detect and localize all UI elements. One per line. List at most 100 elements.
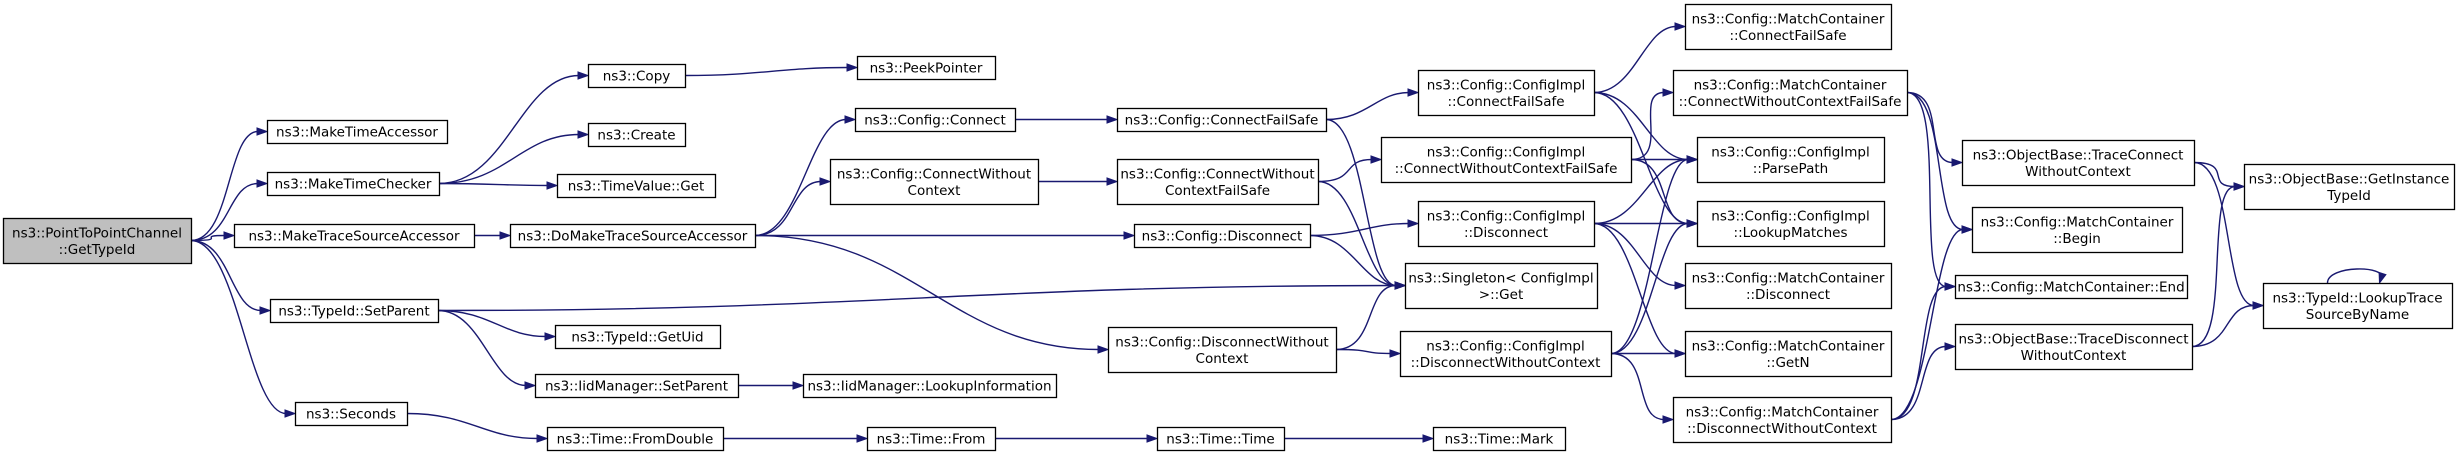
node-imli[interactable]: ns3::IidManager::LookupInformation <box>802 373 1058 399</box>
node-cilookup[interactable]: ns3::Config::ConfigImpl::LookupMatches <box>1696 200 1886 248</box>
node-box <box>2 217 193 265</box>
edge-line <box>1593 25 1677 94</box>
node-mcdwc[interactable]: ns3::Config::MatchContainer::DisconnectW… <box>1672 396 1893 444</box>
node-cconn[interactable]: ns3::Config::Connect <box>854 107 1017 133</box>
node-cicfs[interactable]: ns3::Config::ConfigImpl::ConnectFailSafe <box>1417 69 1596 117</box>
edge-cicfs-to-mccfs <box>1593 22 1687 94</box>
node-box <box>1696 136 1886 184</box>
edge-arrowhead <box>819 177 832 186</box>
node-mccfs[interactable]: ns3::Config::MatchContainer::ConnectFail… <box>1684 3 1893 51</box>
node-root[interactable]: ns3::PointToPointChannel::GetTypeId <box>2 217 193 265</box>
node-cidwc[interactable]: ns3::Config::ConfigImpl::DisconnectWitho… <box>1399 330 1613 378</box>
node-cidisc[interactable]: ns3::Config::ConfigImpl::Disconnect <box>1417 200 1596 248</box>
node-label: ns3::Time::FromDouble <box>557 432 714 448</box>
edge-arrowhead <box>259 306 272 315</box>
node-ttime[interactable]: ns3::Time::Time <box>1156 426 1286 452</box>
edge-ttime-to-tmark <box>1283 434 1435 443</box>
node-create[interactable]: ns3::Create <box>587 122 687 148</box>
node-box <box>294 401 409 427</box>
edge-arrowhead <box>1123 231 1136 240</box>
node-tsp[interactable]: ns3::TypeId::SetParent <box>269 298 440 324</box>
node-label: ns3::Config::ConnectFailSafe <box>1125 113 1319 129</box>
node-box <box>534 373 740 399</box>
edge-line <box>1890 228 1964 421</box>
node-ccwc[interactable]: ns3::Config::ConnectWithoutContext <box>829 158 1040 206</box>
edge-line <box>1325 118 1397 287</box>
edge-line <box>1325 91 1410 121</box>
node-label: WithoutContext <box>2021 348 2127 364</box>
edge-root-to-tsp <box>190 239 272 315</box>
edge-line <box>1906 91 1964 231</box>
edge-line <box>438 182 549 187</box>
node-label: ns3::Seconds <box>306 407 396 423</box>
node-peek[interactable]: ns3::PeekPointer <box>856 55 997 81</box>
node-label: ns3::Config::ConnectWithout <box>837 166 1031 182</box>
node-tvget[interactable]: ns3::TimeValue::Get <box>556 173 717 199</box>
node-label: TypeId <box>2326 188 2371 204</box>
node-mccwcfs[interactable]: ns3::Config::MatchContainer::ConnectWith… <box>1672 69 1909 117</box>
edge-line <box>1890 285 1947 421</box>
node-mta[interactable]: ns3::MakeTimeAccessor <box>266 119 449 145</box>
edge-line <box>1335 284 1397 351</box>
node-obtdwc[interactable]: ns3::ObjectBase::TraceDisconnectWithoutC… <box>1954 323 2194 371</box>
edge-mtc-to-tvget <box>438 181 559 190</box>
edge-cconn-to-ccfs <box>1015 115 1119 124</box>
edge-arrowhead <box>1407 88 1420 97</box>
edge-cdisc-to-sget <box>1309 234 1407 290</box>
node-box <box>233 223 476 249</box>
node-tfd[interactable]: ns3::Time::FromDouble <box>546 426 725 452</box>
edge-arrowhead <box>1951 158 1964 167</box>
edge-line <box>1593 222 1677 355</box>
node-label: ns3::Config::MatchContainer <box>1692 338 1885 354</box>
edge-tsp-to-getuid <box>437 309 557 341</box>
node-label: ns3::Config::MatchContainer <box>1694 77 1887 93</box>
edge-arrowhead <box>856 434 869 443</box>
node-mtc[interactable]: ns3::MakeTimeChecker <box>266 171 441 197</box>
node-label: ::ConnectFailSafe <box>1729 28 1846 44</box>
node-label: ns3::Config::ConnectWithout <box>1120 166 1314 182</box>
edge-tlts-to-tlts <box>2326 268 2387 285</box>
edge-arrowhead <box>846 63 859 72</box>
node-label: ns3::Config::MatchContainer <box>1692 270 1885 286</box>
node-mtsa[interactable]: ns3::MakeTraceSourceAccessor <box>233 223 476 249</box>
edge-dmtsa-to-ccwc <box>754 177 832 237</box>
node-ciparse[interactable]: ns3::Config::ConfigImpl::ParsePath <box>1696 136 1886 184</box>
node-dmtsa[interactable]: ns3::DoMakeTraceSourceAccessor <box>509 223 757 249</box>
node-copy[interactable]: ns3::Copy <box>587 63 687 89</box>
node-label: ns3::TypeId::LookupTrace <box>2272 290 2442 306</box>
edge-mcdwc-to-mcbegin <box>1890 225 1974 421</box>
node-cdwc[interactable]: ns3::Config::DisconnectWithoutContext <box>1107 326 1338 374</box>
node-cicwcfs[interactable]: ns3::Config::ConfigImpl::ConnectWithoutC… <box>1380 136 1633 184</box>
node-box <box>1417 200 1596 248</box>
node-mcend[interactable]: ns3::Config::MatchContainer::End <box>1954 274 2189 300</box>
edge-line <box>1890 345 1947 421</box>
edge-imsp-to-imli <box>737 381 805 390</box>
node-tmark[interactable]: ns3::Time::Mark <box>1432 426 1567 452</box>
node-mcgetn[interactable]: ns3::Config::MatchContainer::GetN <box>1684 330 1893 378</box>
edge-arrowhead <box>1370 155 1383 164</box>
node-getuid[interactable]: ns3::TypeId::GetUid <box>554 324 722 350</box>
edge-mcdwc-to-obtdwc <box>1890 342 1957 421</box>
node-tfrom[interactable]: ns3::Time::From <box>866 426 997 452</box>
node-cdisc[interactable]: ns3::Config::Disconnect <box>1133 223 1312 249</box>
node-mcdisc[interactable]: ns3::Config::MatchContainer::Disconnect <box>1684 262 1893 310</box>
edge-root-to-sec <box>190 239 297 418</box>
node-box <box>1399 330 1613 378</box>
node-label: ContextFailSafe <box>1165 183 1270 199</box>
edge-line <box>1317 180 1397 287</box>
edge-arrowhead <box>1407 219 1420 228</box>
node-box <box>2243 163 2456 211</box>
edge-line <box>1610 222 1689 355</box>
node-mcbegin[interactable]: ns3::Config::MatchContainer::Begin <box>1971 206 2184 254</box>
node-ccfs[interactable]: ns3::Config::ConnectFailSafe <box>1116 107 1328 133</box>
node-imsp[interactable]: ns3::IidManager::SetParent <box>534 373 740 399</box>
node-sget[interactable]: ns3::Singleton< ConfigImpl >::Get <box>1404 262 1599 310</box>
node-box <box>1432 426 1567 452</box>
edge-line <box>2191 304 2255 348</box>
edge-tfrom-to-ttime <box>994 434 1159 443</box>
node-ccwcfs[interactable]: ns3::Config::ConnectWithoutContextFailSa… <box>1116 158 1320 206</box>
node-sec[interactable]: ns3::Seconds <box>294 401 409 427</box>
node-obtcwc[interactable]: ns3::ObjectBase::TraceConnectWithoutCont… <box>1961 139 2196 187</box>
